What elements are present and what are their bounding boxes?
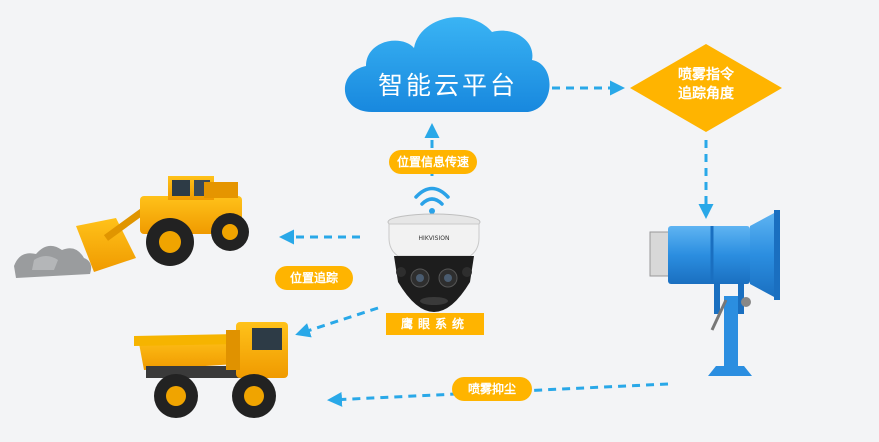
- command-line-1: 喷雾指令: [678, 67, 734, 83]
- loader-illustration: [14, 176, 249, 278]
- arrow-camera-to-truck: [295, 306, 379, 338]
- label-transmit: 位置信息传速: [389, 150, 477, 174]
- wifi-icon: [414, 186, 450, 214]
- command-text: 喷雾指令 追踪角度: [630, 66, 782, 104]
- label-system: 鹰眼系统: [386, 313, 484, 335]
- command-diamond: [630, 44, 782, 132]
- truck-illustration: [134, 322, 288, 418]
- label-tracking: 位置追踪: [275, 266, 353, 290]
- label-dust: 喷雾抑尘: [452, 377, 532, 401]
- cloud-platform: [344, 17, 550, 113]
- camera-brand: HIKVISION: [419, 235, 450, 242]
- flow-arrows: [279, 80, 714, 407]
- camera-icon: HIKVISION: [387, 213, 481, 312]
- command-line-2: 追踪角度: [678, 86, 734, 102]
- fog-cannon-illustration: [649, 210, 780, 376]
- platform-title: 智能云平台: [377, 71, 518, 100]
